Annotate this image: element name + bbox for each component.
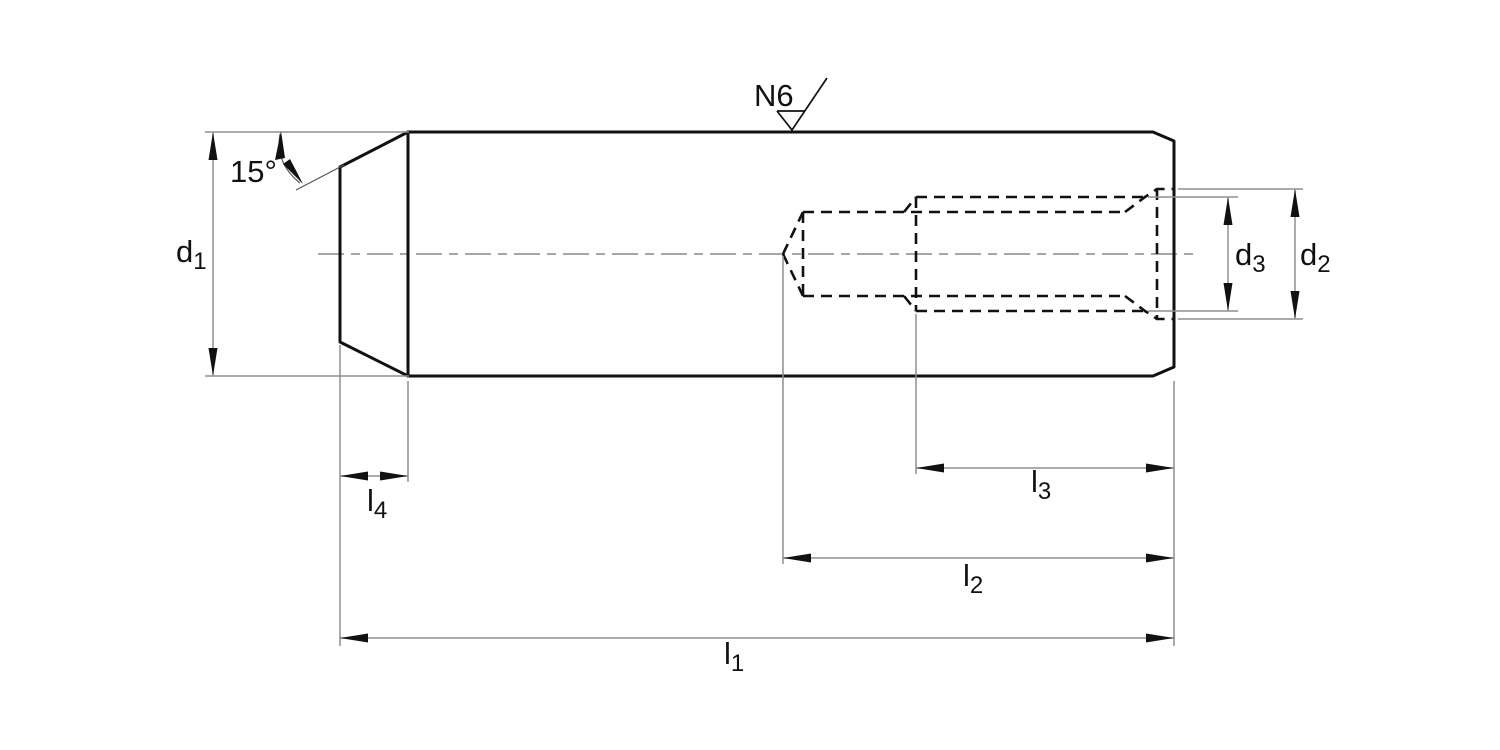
thread-runout-bottom bbox=[902, 295, 918, 312]
arrowhead-up bbox=[208, 132, 218, 160]
dimension-d1: d1 bbox=[176, 131, 409, 377]
surface-finish-icon bbox=[776, 77, 828, 132]
dimension-d3: d3 bbox=[1148, 196, 1266, 312]
pin-outline bbox=[338, 130, 1176, 378]
arrowhead-left bbox=[340, 633, 368, 643]
arrowhead-right bbox=[1146, 633, 1174, 643]
dimension-label-l4: l4 bbox=[367, 483, 387, 524]
surface-finish: N6 bbox=[754, 77, 828, 132]
dimension-label-d1: d1 bbox=[176, 234, 207, 275]
arrowhead-left bbox=[783, 553, 811, 563]
arrowhead-right bbox=[1146, 553, 1174, 563]
arrowhead-left bbox=[916, 463, 944, 473]
arrowhead-down bbox=[208, 348, 218, 376]
arrowhead-down bbox=[1223, 283, 1233, 311]
dimension-label-l2: l2 bbox=[963, 558, 983, 599]
dimension-label-d2: d2 bbox=[1300, 237, 1331, 278]
chamfer-extension-line bbox=[295, 164, 345, 191]
dimension-l2: l2 bbox=[782, 256, 1174, 599]
dimension-label-l1: l1 bbox=[724, 636, 744, 677]
pin-body bbox=[406, 130, 1176, 378]
left-chamfer-cone bbox=[338, 130, 410, 378]
angle-label: 15° bbox=[230, 154, 277, 189]
dimension-label-d3: d3 bbox=[1235, 237, 1266, 278]
mouth-chamfer-bottom bbox=[1124, 294, 1174, 321]
dimension-l3: l3 bbox=[915, 314, 1174, 505]
surface-finish-label: N6 bbox=[754, 78, 794, 113]
arrowhead-right bbox=[380, 471, 408, 481]
hidden-thread-lines bbox=[781, 187, 1174, 321]
arrowhead-right bbox=[1146, 463, 1174, 473]
dimension-label-l3: l3 bbox=[1031, 464, 1051, 505]
dimension-l1: l1 bbox=[339, 345, 1175, 677]
arrowhead-up bbox=[1290, 189, 1300, 217]
thread-runout-top bbox=[902, 196, 918, 213]
dimension-l4: l4 bbox=[340, 381, 409, 524]
dimension-d2: d2 bbox=[1178, 188, 1331, 320]
dimension-angle: 15° bbox=[230, 131, 345, 191]
arrowhead-left bbox=[340, 471, 368, 481]
arrowhead-up bbox=[275, 131, 285, 160]
drill-cone-top bbox=[781, 211, 805, 255]
arrowhead-up bbox=[1223, 197, 1233, 225]
mouth-chamfer-top bbox=[1124, 187, 1174, 214]
arrowhead-down bbox=[283, 159, 303, 184]
drill-cone-bottom bbox=[781, 253, 805, 297]
arrowhead-down bbox=[1290, 291, 1300, 319]
